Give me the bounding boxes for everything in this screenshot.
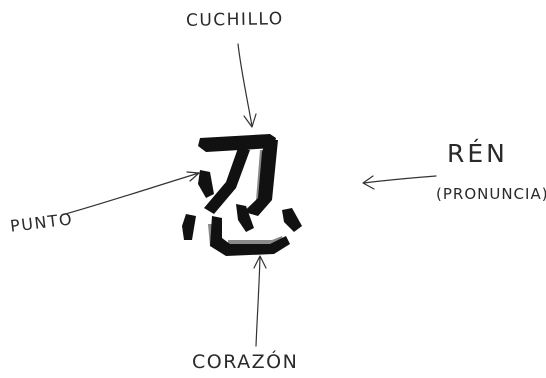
label-corazon: CORAZÓN (192, 351, 299, 373)
character-ren (182, 134, 302, 256)
label-ren: RÉN (447, 139, 508, 168)
arrow-punto (61, 171, 200, 216)
label-pronuncia: (PRONUNCIA) (436, 185, 546, 203)
label-cuchillo: CUCHILLO (185, 9, 284, 31)
arrow-cuchillo (237, 43, 257, 128)
arrow-corazon (253, 255, 267, 347)
arrow-ren (362, 175, 437, 190)
